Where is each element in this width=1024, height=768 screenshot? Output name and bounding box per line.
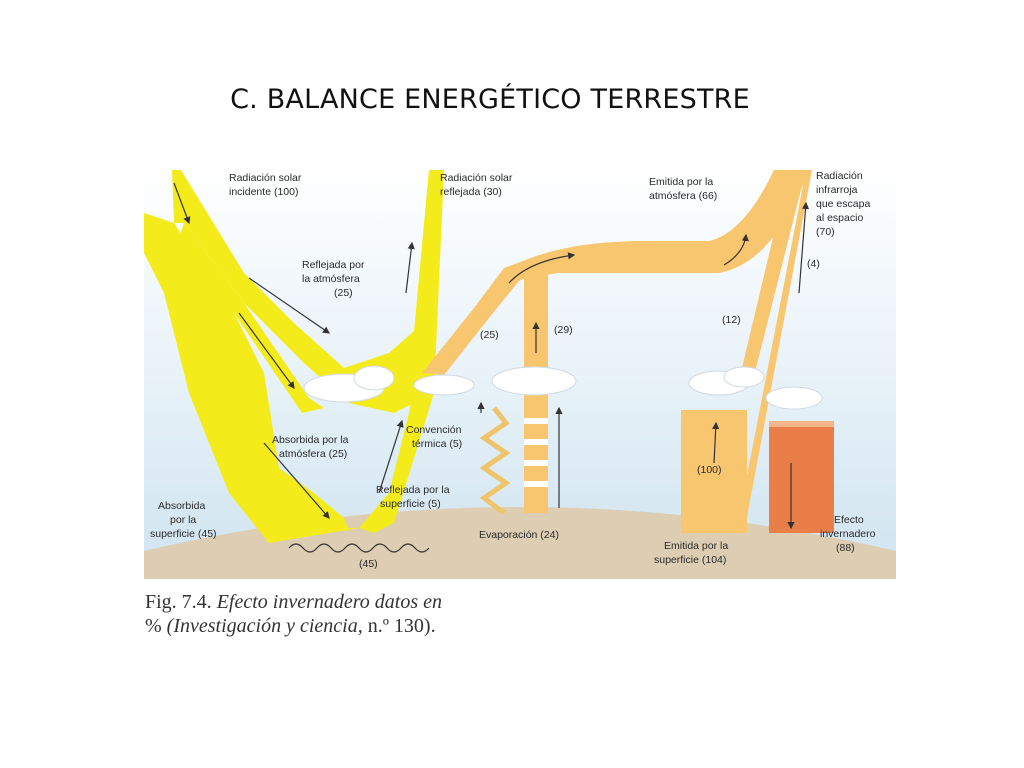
caption-percent: % — [145, 615, 162, 637]
reflected-radiation-band — [422, 255, 544, 375]
label-greenhouse: (88) — [836, 542, 855, 554]
greenhouse-block — [769, 425, 834, 533]
caption-line-1: Fig. 7.4. Efecto invernadero datos en — [145, 590, 442, 614]
label-refl-surf: superficie (5) — [380, 498, 441, 510]
label-val-29: (29) — [554, 324, 573, 336]
label-convection: Convención — [406, 424, 462, 436]
diagram-labels: Radiación solar incidente (100) Radiació… — [150, 170, 876, 570]
clouds — [303, 365, 823, 410]
label-reflected: reflejada (30) — [440, 186, 502, 198]
energy-balance-diagram: Radiación solar incidente (100) Radiació… — [144, 163, 896, 579]
label-abs-atm: atmósfera (25) — [279, 448, 347, 460]
label-abs-atm: Absorbida por la — [272, 434, 349, 446]
surface-ir-wave — [288, 543, 430, 553]
label-incoming: Radiación solar — [229, 172, 302, 184]
label-greenhouse: Efecto — [834, 514, 864, 526]
greenhouse-top — [769, 421, 834, 427]
label-ir-4: (4) — [807, 258, 820, 270]
label-val-12: (12) — [722, 314, 741, 326]
caption-line-2: % (Investigación y ciencia, n.º 130). — [145, 614, 442, 638]
label-ir-escape: que escapa — [816, 198, 870, 210]
caption-source: (Investigación y ciencia, — [166, 615, 363, 637]
slide-title: C. BALANCE ENERGÉTICO TERRESTRE — [230, 84, 750, 115]
label-surf-emit: Emitida por la — [664, 540, 728, 552]
label-ir-escape: (70) — [816, 226, 835, 238]
solar-flows — [144, 170, 444, 543]
caption-fig-number: Fig. 7.4. — [145, 591, 212, 613]
label-refl-atm: (25) — [334, 287, 353, 299]
label-ir-escape: infrarroja — [816, 184, 858, 196]
label-val-45: (45) — [359, 558, 378, 570]
label-reflected: Radiación solar — [440, 172, 513, 184]
label-surf-emit: superficie (104) — [654, 554, 726, 566]
flow-arrows — [173, 182, 810, 530]
label-refl-atm: la atmósfera — [302, 273, 360, 285]
label-val-100: (100) — [697, 464, 722, 476]
diagram-svg: Radiación solar incidente (100) Radiació… — [144, 163, 896, 579]
label-ir-escape: al espacio — [816, 212, 863, 224]
label-refl-atm: Reflejada por — [302, 259, 365, 271]
convection-zigzag — [479, 406, 511, 515]
label-convection: térmica (5) — [412, 438, 462, 450]
caption-issue: n.º 130). — [367, 615, 436, 637]
label-val-25: (25) — [480, 329, 499, 341]
label-ir-escape: Radiación — [816, 170, 863, 182]
caption-title: Efecto invernadero datos en — [216, 591, 442, 613]
label-abs-surf: Absorbida — [158, 500, 205, 512]
evaporation-column-gaps — [524, 418, 548, 487]
label-abs-surf: superficie (45) — [150, 528, 217, 540]
figure-caption: Fig. 7.4. Efecto invernadero datos en % … — [145, 590, 442, 638]
label-evaporation: Evaporación (24) — [479, 529, 559, 541]
label-greenhouse: invernadero — [820, 528, 876, 540]
label-incoming: incidente (100) — [229, 186, 298, 198]
label-refl-surf: Reflejada por la — [376, 484, 450, 496]
label-atm-emitted: atmósfera (66) — [649, 190, 717, 202]
label-atm-emitted: Emitida por la — [649, 176, 713, 188]
label-abs-surf: por la — [170, 514, 196, 526]
